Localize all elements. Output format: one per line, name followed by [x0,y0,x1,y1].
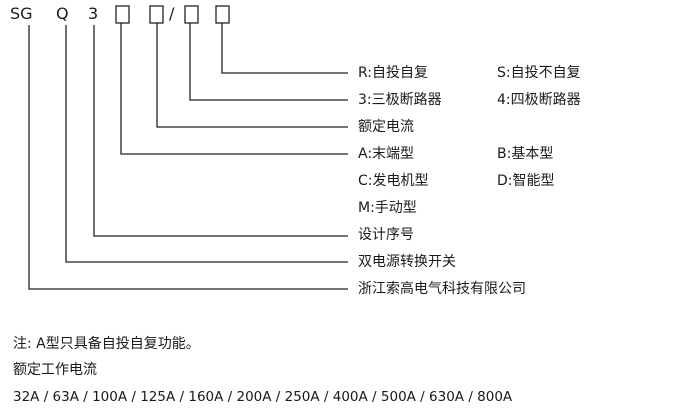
connector-current [156,23,348,128]
row-design-number: 设计序号 [358,227,414,243]
row-current: 额定电流 [358,119,414,135]
row-mode-left: R:自投自复 [358,65,429,81]
row-type-m: M:手动型 [358,200,417,216]
connector-company [28,25,348,290]
box-1 [115,5,130,24]
code-slash: / [169,4,175,23]
box-2 [149,5,164,24]
row-mode-right: S:自投不自复 [497,65,581,81]
connector-poles [189,23,348,101]
row-poles-right: 4:四极断路器 [497,92,581,108]
note-text: 注: A型只具备自投自复功能。 [13,336,200,352]
current-values: 32A / 63A / 100A / 125A / 160A / 200A / … [13,389,513,405]
box-4 [215,5,230,24]
code-part-3: 3 [88,4,99,23]
connector-mode [221,23,348,74]
box-3 [184,5,199,24]
row-type-c: C:发电机型 [358,173,429,189]
code-part-sg: SG [10,4,33,23]
connector-type [120,23,348,155]
current-title: 额定工作电流 [13,362,97,378]
row-switch: 双电源转换开关 [358,254,456,270]
connector-switch [65,25,348,263]
connector-design [93,25,348,237]
row-type-a: A:末端型 [358,146,415,162]
row-type-d: D:智能型 [497,173,555,189]
row-company: 浙江索高电气科技有限公司 [358,281,526,297]
row-type-b: B:基本型 [497,146,554,162]
row-poles-left: 3:三极断路器 [358,92,442,108]
code-part-q: Q [56,4,69,23]
